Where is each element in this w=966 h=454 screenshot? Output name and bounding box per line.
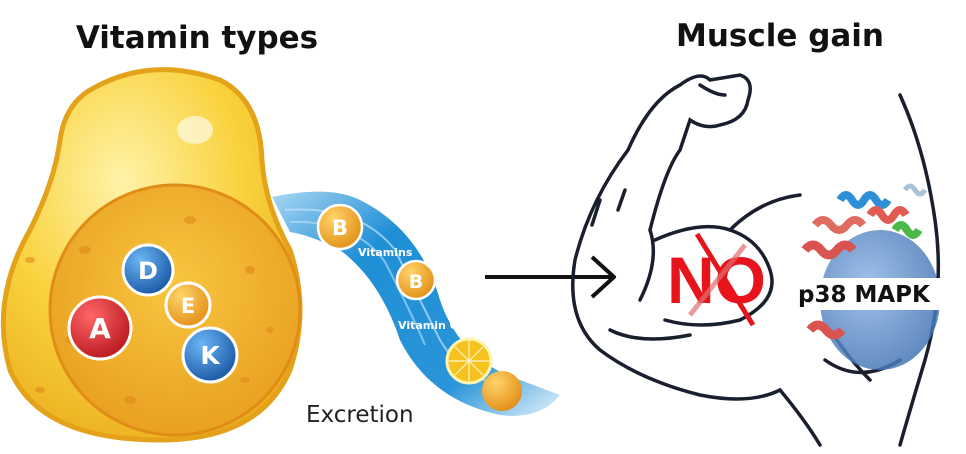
svg-text:E: E <box>181 294 195 318</box>
vitamin-a-ball: A <box>67 295 133 361</box>
p38-mapk-label: p38 MAPK <box>798 282 931 308</box>
orange-icon <box>482 371 522 411</box>
vitamin-e-ball: E <box>164 281 212 329</box>
vitamin-b-ball: B <box>395 259 437 301</box>
muscle-gain-title: Muscle gain <box>676 18 884 54</box>
svg-text:B: B <box>409 271 423 293</box>
svg-text:B: B <box>332 216 348 240</box>
svg-text:A: A <box>89 312 111 345</box>
vitamin-d-ball: D <box>121 243 175 297</box>
vitamins-label: Vitamins <box>358 246 413 259</box>
svg-text:D: D <box>138 257 158 285</box>
vitamin-c-label: Vitamin C <box>398 319 458 332</box>
lemon-slice-icon <box>445 337 493 385</box>
svg-text:K: K <box>200 341 221 370</box>
excretion-label: Excretion <box>306 402 414 428</box>
vitamin-b-ball: B <box>316 203 364 251</box>
vitamin-types-title: Vitamin types <box>76 20 318 56</box>
vitamin-k-ball: K <box>181 326 239 384</box>
label-background <box>795 278 957 310</box>
arrow-icon <box>485 255 616 299</box>
strike-through-icon <box>688 232 756 327</box>
